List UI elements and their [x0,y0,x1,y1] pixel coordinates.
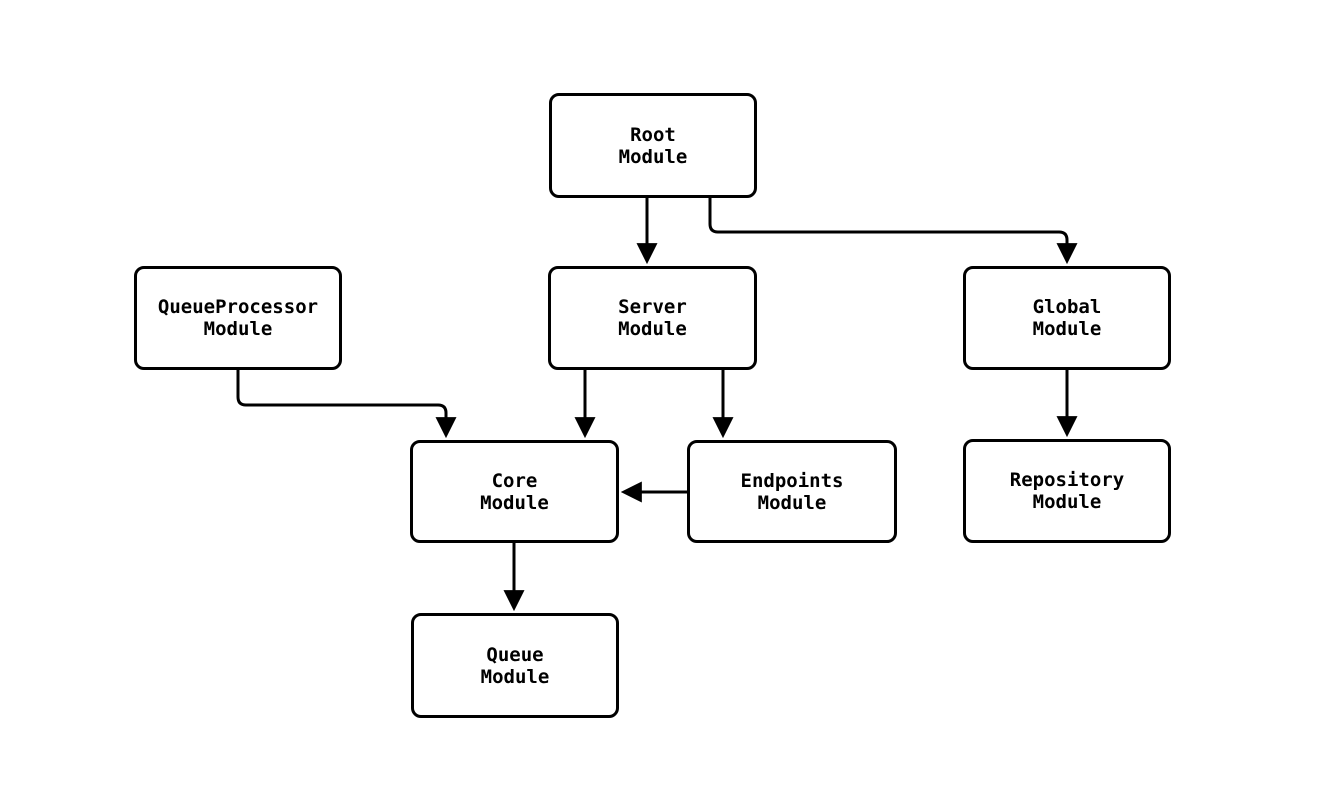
node-root-module: Root Module [549,93,757,198]
node-label: Global Module [1032,296,1102,340]
node-label: Core Module [480,469,549,514]
node-label: QueueProcessor Module [157,296,319,340]
edge-queueprocessor-to-core [236,370,457,439]
edge-root-to-global [708,198,1078,265]
node-core-module: Core Module [410,440,619,543]
node-global-module: Global Module [963,266,1171,370]
node-queue-module: Queue Module [411,613,619,718]
node-label: Repository Module [1009,469,1125,513]
node-repository-module: Repository Module [963,439,1171,543]
node-label: Endpoints Module [740,469,844,514]
node-queueprocessor-module: QueueProcessor Module [134,266,342,370]
node-label: Root Module [618,123,688,168]
node-label: Queue Module [480,643,550,688]
node-label: Server Module [618,296,687,340]
node-endpoints-module: Endpoints Module [687,440,897,543]
node-server-module: Server Module [548,266,757,370]
